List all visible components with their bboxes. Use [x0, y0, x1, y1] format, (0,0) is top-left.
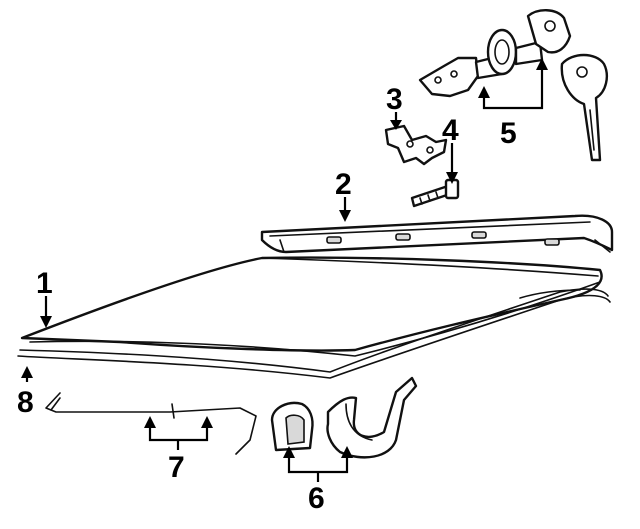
trunk-latch: [384, 124, 448, 166]
callout-5: 5: [500, 117, 517, 150]
rear-spoiler: [260, 214, 614, 254]
trunk-lid: [20, 256, 603, 357]
weatherstrip-seal: [17, 288, 611, 379]
mounting-bolt: [410, 178, 460, 208]
callout-4: 4: [442, 114, 459, 147]
leader-lines: [21, 58, 548, 482]
lock-cylinder-assembly: [418, 9, 572, 98]
trunk-hinge-assembly: [270, 376, 418, 459]
callout-1: 1: [36, 267, 53, 300]
ignition-key: [560, 53, 608, 162]
callout-8: 8: [17, 386, 34, 419]
callout-6: 6: [308, 482, 325, 515]
torsion-rod: [45, 392, 257, 455]
spoiler-studs: [326, 231, 560, 246]
callout-2: 2: [335, 168, 352, 201]
callout-labels: 1 2 3 4 5 6 7 8: [17, 83, 517, 515]
callout-7: 7: [168, 451, 185, 484]
callout-3: 3: [386, 83, 403, 116]
